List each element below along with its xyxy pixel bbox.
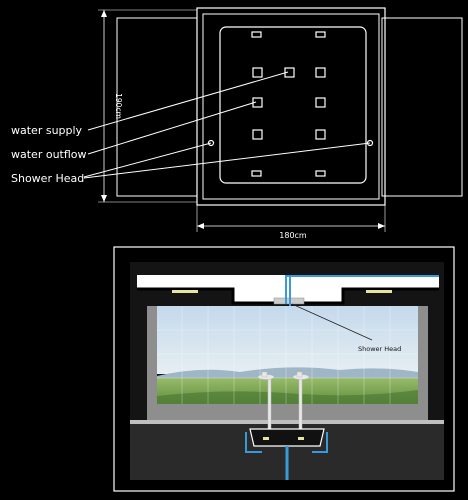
ceiling-slab-right [343, 275, 439, 289]
landscape-hills [157, 367, 418, 380]
leader-water-supply [87, 71, 289, 131]
plan-outer-frame [196, 7, 386, 206]
drain-pipe-right [312, 432, 328, 453]
plan-inner-frame [202, 13, 380, 200]
hand-shower [257, 371, 310, 431]
label-water-outflow: water outflow [11, 148, 87, 161]
nozzle [315, 129, 326, 140]
dimension-height-label: 190cm [114, 93, 123, 119]
floor-ledge [157, 404, 418, 420]
plan-right-panel [381, 17, 463, 197]
leader-water-outflow [87, 101, 257, 155]
nozzle [315, 97, 326, 108]
nozzle [251, 31, 262, 38]
section-view [113, 246, 455, 492]
leader-shower-head-b [83, 142, 371, 179]
drain-pipe-left [245, 432, 262, 453]
plan-dimensions [98, 9, 386, 232]
water-pipe-supply [285, 275, 439, 304]
wall-left [147, 306, 157, 420]
glass-grid [157, 306, 418, 404]
label-water-supply: water supply [11, 124, 83, 137]
nozzle [315, 67, 326, 78]
section-label-shower-head: Shower Head [358, 345, 401, 353]
nozzle [315, 170, 326, 177]
plan-leaders [83, 71, 371, 179]
drain-basin [249, 428, 325, 447]
shower-head-point-left [207, 139, 215, 147]
ceiling-light-left [172, 290, 198, 293]
floor-slab [130, 420, 444, 424]
drain-grate-left [263, 437, 269, 440]
leader-shower-head-a [83, 142, 212, 178]
ceiling-slab-left [137, 275, 233, 289]
nozzle [315, 31, 326, 38]
nozzle [252, 129, 263, 140]
drain-grate-right [298, 437, 304, 440]
label-shower-head: Shower Head [11, 172, 84, 185]
nozzle [252, 67, 263, 78]
plan-view [116, 7, 463, 206]
nozzle [251, 170, 262, 177]
leader-section-shower-head [291, 303, 373, 341]
ceiling-light-right [366, 290, 392, 293]
landscape-sky [157, 306, 418, 374]
wall-right [418, 306, 428, 420]
plan-nozzles [207, 31, 374, 177]
plan-ceiling-panel [219, 26, 367, 184]
dimension-width-label: 180cm [279, 231, 307, 240]
